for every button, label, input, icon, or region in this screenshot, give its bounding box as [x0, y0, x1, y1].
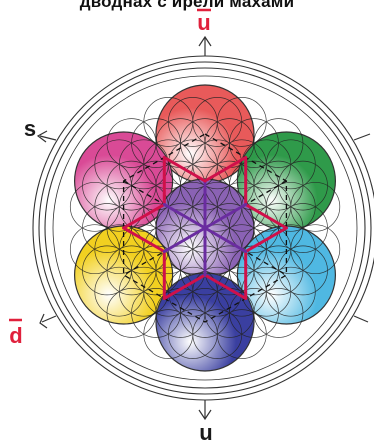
bottom-label: u [199, 420, 212, 441]
left-upper-label: s [24, 116, 36, 141]
left-lower-label: d [9, 323, 22, 348]
top-label: u [197, 10, 210, 35]
